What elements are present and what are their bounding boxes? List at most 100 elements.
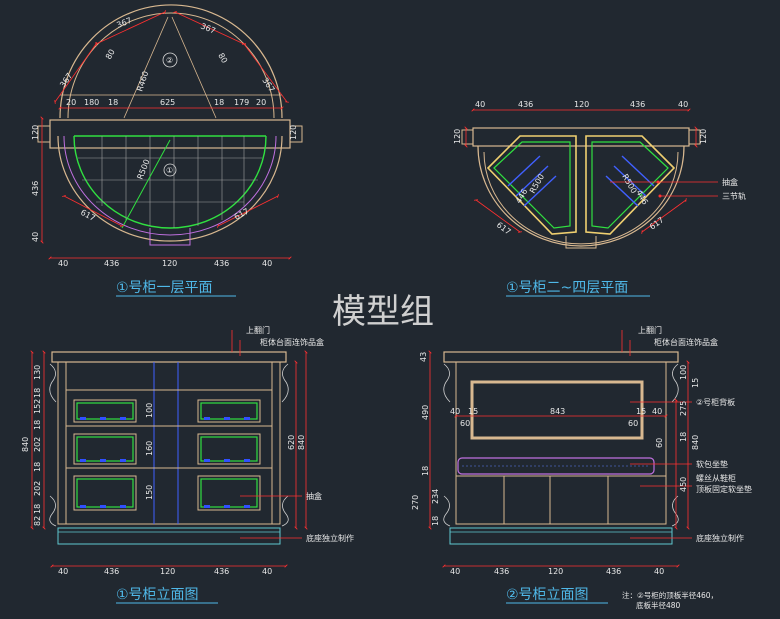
plan1-marker-2 [162, 52, 178, 68]
dim: 18 [33, 462, 42, 472]
dim: 40 [652, 407, 662, 416]
elev1-door-label: 上翻门 [246, 325, 270, 335]
plan1-bowl-outer [57, 135, 283, 242]
dim: 15 [691, 378, 700, 388]
dim: 367 [58, 71, 74, 89]
dim: 617 [495, 220, 513, 236]
dim: 179 [234, 98, 249, 107]
plan1-cap-right [289, 125, 303, 143]
dim: 436 [104, 567, 119, 576]
dim: 436 [31, 181, 40, 196]
dim: 367 [199, 22, 217, 36]
elev2-cushion [457, 457, 655, 475]
elev1-drawing [49, 351, 289, 545]
dim: 617 [233, 207, 251, 222]
plan1-marker-1-label: ① [166, 166, 173, 175]
dim: 202 [33, 437, 42, 452]
rail-label: 三节轨 [722, 191, 746, 201]
dim: 60 [460, 419, 470, 428]
dim: 82 [33, 516, 42, 526]
dim: 367 [260, 76, 276, 94]
elev1-body [65, 361, 273, 525]
plan2-drawing [461, 127, 701, 249]
dim: 490 [421, 405, 430, 420]
note-line-2: 底板半径480 [636, 600, 681, 610]
dim: 40 [654, 567, 664, 576]
note-line-1: 注：②号柜的顶板半径460， [622, 590, 718, 600]
dim: 100 [679, 365, 688, 380]
dim: 20 [66, 98, 76, 107]
dim: 80 [216, 52, 229, 65]
leader-dot [658, 194, 662, 198]
dim: 152 [33, 399, 42, 414]
elev1-shelves [66, 389, 272, 469]
drawer-label: 抽盒 [722, 177, 738, 187]
dim: 100 [145, 403, 154, 418]
dim: 43 [419, 352, 428, 362]
plan2-drawer-left-inner [493, 141, 571, 229]
dim: 180 [84, 98, 99, 107]
plan2-dim-lines [464, 108, 718, 234]
elev2-base-label: 底座独立制作 [696, 533, 744, 543]
plan2-counter [472, 127, 690, 147]
plan2-drawer-right-outline [585, 135, 676, 235]
dim: 436 [518, 100, 533, 109]
dim: 150 [145, 485, 154, 500]
dim: 620 [287, 435, 296, 450]
dim: 840 [691, 435, 700, 450]
dim: 450 [679, 477, 688, 492]
dim: 120 [160, 567, 175, 576]
dim: 436 [214, 567, 229, 576]
dim: 80 [104, 48, 117, 61]
dim: R500 [528, 172, 546, 195]
dim: 840 [21, 437, 30, 452]
dim: 18 [679, 432, 688, 442]
dim: 120 [289, 125, 298, 140]
dim: 436 [104, 259, 119, 268]
dim: 40 [58, 259, 68, 268]
dim: 840 [297, 435, 306, 450]
leader-dot [656, 180, 660, 184]
plan2-drawer-left-outline [486, 135, 577, 235]
elev2-drawing [443, 351, 679, 545]
dim: 40 [475, 100, 485, 109]
plan2-bowl-inner [483, 151, 679, 245]
plan2-cap-left [461, 129, 474, 145]
elev2-door-label: 上翻门 [638, 325, 662, 335]
elev2-carving-right [671, 363, 679, 527]
elev1-caption: ①号柜立面图 [116, 587, 199, 603]
elev2-caption: ②号柜立面图 [506, 587, 589, 603]
dim: 18 [431, 516, 440, 526]
dim: 436 [494, 567, 509, 576]
dim: 40 [262, 567, 272, 576]
elev1-top [51, 351, 287, 363]
elev2-back-panel [470, 380, 644, 440]
elev1-dim-lines [30, 330, 308, 568]
elev2-body [455, 361, 667, 525]
dim: 270 [411, 495, 420, 510]
dim: 18 [421, 466, 430, 476]
dim: 120 [162, 259, 177, 268]
dim: 120 [574, 100, 589, 109]
dim: 436 [214, 259, 229, 268]
dim: 60 [655, 438, 664, 448]
elev1-handles [80, 417, 250, 508]
plan1-radius [121, 139, 171, 229]
elev2-top-box-label: 柜体台面连饰品盒 [654, 337, 718, 347]
watermark: 模型组 [332, 292, 434, 332]
plan1-counter [49, 119, 291, 149]
plan2-base-notch [565, 236, 597, 249]
elev2-cushion-label: 软包坐垫 [696, 459, 728, 469]
elev1-post-left [57, 361, 67, 525]
plan1-dim-lines [40, 10, 292, 260]
dim: 18 [108, 98, 118, 107]
elev2-dim-lines [428, 330, 692, 568]
plan2-caption: ①号柜二~四层平面 [506, 280, 628, 296]
plan2-rails [507, 155, 655, 207]
dim: 160 [145, 441, 154, 456]
elev1-post-right [271, 361, 281, 525]
dim: 120 [453, 129, 462, 144]
plan1-base-notch [149, 228, 191, 246]
dim: 40 [262, 259, 272, 268]
elev1-drawer-label: 抽盒 [306, 491, 322, 501]
